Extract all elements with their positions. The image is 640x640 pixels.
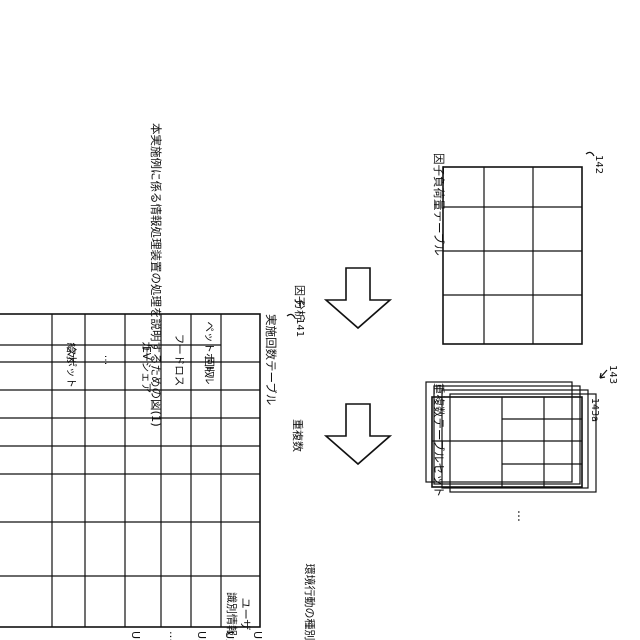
factor-arrow-label-2: 分析 [293, 299, 307, 321]
overlap-more: … [515, 510, 529, 522]
loading-table: 因子負荷量テーブル 142 [432, 152, 604, 344]
factor-analysis-arrow: 因子 分析 [293, 268, 390, 328]
counts-row-id-4: Un [129, 631, 142, 640]
counts-table-title: 実施回数テーブル [264, 314, 278, 405]
overlap-table-set: 重複数テーブルセット 143 143a … [426, 365, 618, 522]
counts-row-header-line2: 識別情報 [225, 592, 238, 636]
counts-col-header-4-1: スポット [65, 346, 77, 388]
counts-col-header-1-0: フードロス [173, 334, 185, 387]
loading-table-ref-leader [586, 152, 594, 156]
counts-row-id-3: … [167, 631, 180, 640]
counts-row-header-line1: ユーザ [239, 598, 252, 631]
overlap-sub-ref: 143a [589, 398, 600, 422]
overlap-set-ref-arrow [600, 370, 607, 378]
counts-col-header-2-1: カーシェア [140, 341, 152, 393]
overlap-set-ref: 143 [607, 365, 618, 384]
counts-row-id-0: U1 [251, 631, 264, 640]
overlap-count-arrow: 重複数 [291, 404, 390, 464]
overlap-arrow-label: 重複数 [291, 419, 305, 452]
counts-col-header-3-0: … [102, 355, 114, 366]
loading-table-title: 因子負荷量テーブル [432, 153, 446, 256]
loading-table-ref: 142 [593, 155, 604, 174]
counts-row-id-2: U3 [195, 631, 208, 640]
counts-group-header: 環境行動の種別 [303, 564, 317, 640]
overlap-front-table: 143a [432, 397, 600, 487]
counts-row-id-1: U2 [223, 631, 236, 640]
counts-col-header-0-1: 回収 [203, 357, 215, 378]
